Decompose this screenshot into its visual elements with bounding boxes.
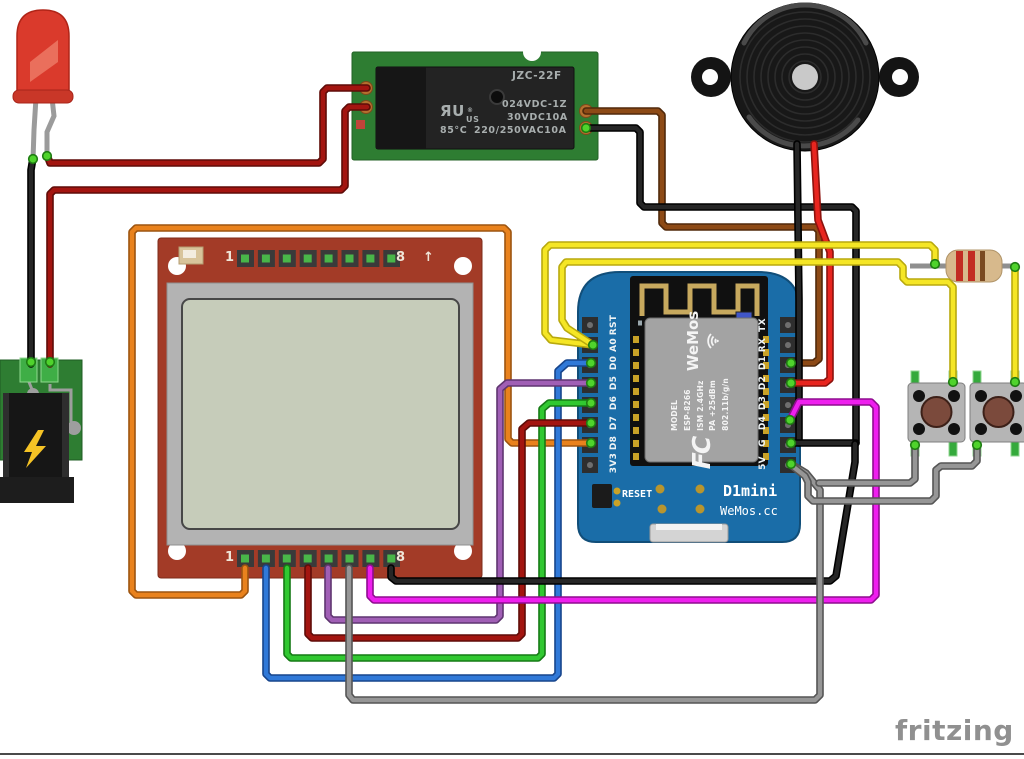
esp-spec-lines: MODEL ESP-8266 ISM 2.4GHz PA +25dBm 802.… — [669, 378, 733, 431]
esp-shield-text: FC MODEL ESP-8266 ISM 2.4GHz PA +25dBm 8… — [647, 311, 755, 470]
wemos-pin-label-a0: A0 — [609, 338, 619, 352]
wifi-icon — [706, 333, 719, 349]
wemos-pin-label-d7: D7 — [609, 415, 619, 431]
lcd-top-pin8-label: 8 — [396, 250, 406, 265]
wemos-logo: WeMos — [684, 311, 719, 371]
relay-spec1-label: 024VDC-1Z — [502, 99, 568, 110]
relay-spec3-label: 220/250VAC10A — [474, 125, 567, 136]
relay-spec2-label: 30VDC10A — [507, 112, 568, 123]
fritzing-logo: fritzing — [895, 714, 1014, 747]
esp-std-label: 802.11b/g/n — [721, 378, 731, 431]
relay-temp-label: 85°C — [440, 125, 468, 136]
fcc-logo-icon: FC — [686, 437, 716, 470]
lcd-bottom-pin8-label: 8 — [396, 550, 406, 565]
wemos-pin-label-3v3: 3V3 — [609, 452, 619, 474]
ul-registered-icon: ® — [467, 107, 474, 114]
wemos-logo-text: WeMos — [683, 310, 702, 372]
wemos-pin-label-d0: D0 — [609, 355, 619, 371]
image-bottom-border — [0, 753, 1024, 755]
wemos-pin-label-d6: D6 — [609, 395, 619, 411]
wemos-pin-label-d4: D4 — [758, 415, 768, 431]
wemos-pin-label-d5: D5 — [609, 375, 619, 391]
lcd-top-pin1-label: 1 — [225, 250, 235, 265]
wemos-pin-label-d1: D1 — [758, 355, 768, 371]
wemos-pin-label-g: G — [758, 439, 768, 447]
reset-label: RESET — [622, 489, 653, 500]
lcd-orientation-arrow-icon: ↑ — [423, 250, 434, 265]
esp-model-label: MODEL ESP-8266 — [670, 389, 692, 431]
lcd-bottom-pin1-label: 1 — [225, 550, 235, 565]
ul-mark-icon: ЯU — [440, 102, 465, 120]
wemos-pin-label-5v: 5V — [758, 456, 768, 470]
wemos-brand-label: D1mini — [723, 482, 778, 500]
wemos-pin-label-rst: RST — [609, 314, 619, 336]
wemos-pin-label-rx: RX — [758, 337, 768, 353]
wemos-pin-label-tx: TX — [758, 318, 768, 332]
wemos-pin-label-d8: D8 — [609, 435, 619, 451]
wemos-pin-label-d3: D3 — [758, 395, 768, 411]
relay-model-label: JZC-22F — [512, 70, 562, 82]
esp-ism-label: ISM 2.4GHz — [695, 380, 705, 431]
esp-pa-label: PA +25dBm — [708, 380, 718, 431]
ul-us-label: US — [466, 115, 480, 124]
wemos-site-label: WeMos.cc — [720, 504, 778, 518]
wemos-pin-label-d2: D2 — [758, 375, 768, 391]
